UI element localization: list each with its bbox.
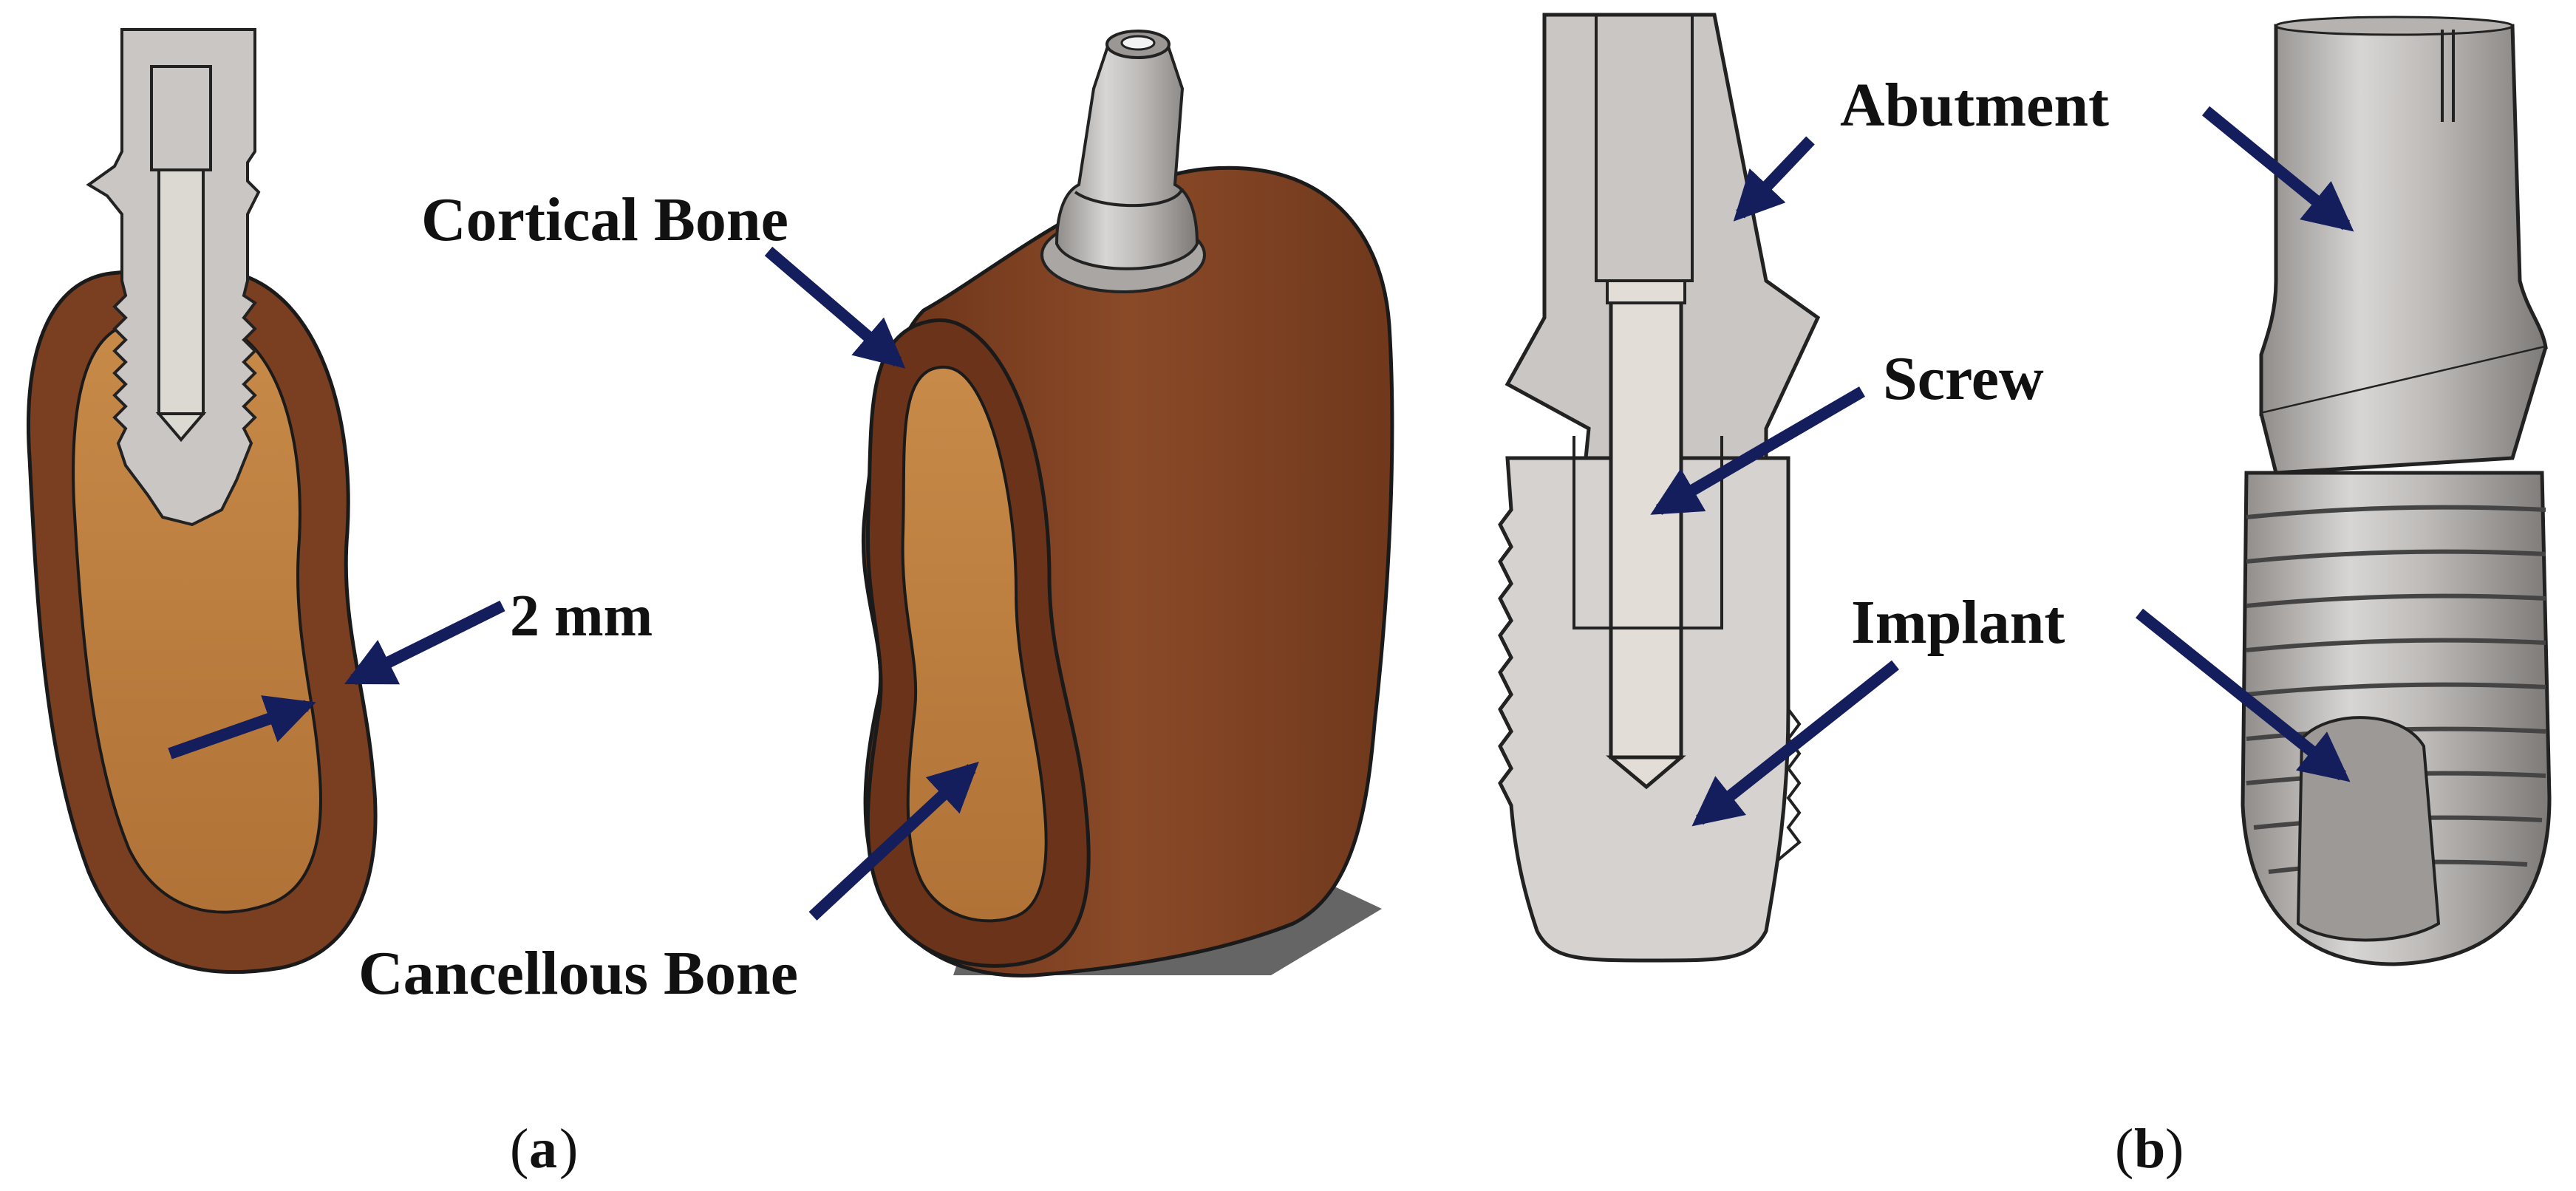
caption-a: ( a ) [510,1118,578,1180]
cancellous-arrow [808,761,979,921]
implant-arrow-left [1691,660,1899,827]
svg-text:): ) [559,1118,578,1180]
screw-arrow [1650,386,1866,515]
label-screw: Screw [1883,344,2044,413]
implant-section-2d: Abutment Screw Implant [1498,13,2109,963]
abutment-3d [2259,24,2548,417]
abutment-3d-small [1054,34,1199,270]
bone-block-3d: Cortical Bone Cancellous Bone [358,30,1394,1008]
svg-text:(: ( [2115,1118,2133,1180]
caption-b-letter: b [2134,1118,2165,1180]
implant-arrow-right [2136,608,2351,782]
label-abutment: Abutment [1840,71,2109,140]
svg-text:(: ( [510,1118,528,1180]
label-implant: Implant [1851,588,2065,657]
label-cancellous-bone: Cancellous Bone [358,939,798,1008]
bone-section-2d: 2 mm [26,28,652,975]
label-cortical-bone: Cortical Bone [421,185,788,254]
implant-3d [2136,16,2552,966]
abutment-arrow-left [1733,136,1815,222]
screw-section [157,168,205,415]
cortical-arrow [764,246,906,369]
caption-a-letter: a [529,1118,557,1180]
thickness-arrow-outer [344,600,505,686]
svg-text:): ) [2165,1118,2184,1180]
label-2mm: 2 mm [510,584,652,649]
screw-section-b [1609,282,1683,760]
abutment-arrow-right [2201,106,2354,232]
caption-b: ( b ) [2115,1118,2184,1180]
thickness-arrow-inner [168,695,316,760]
